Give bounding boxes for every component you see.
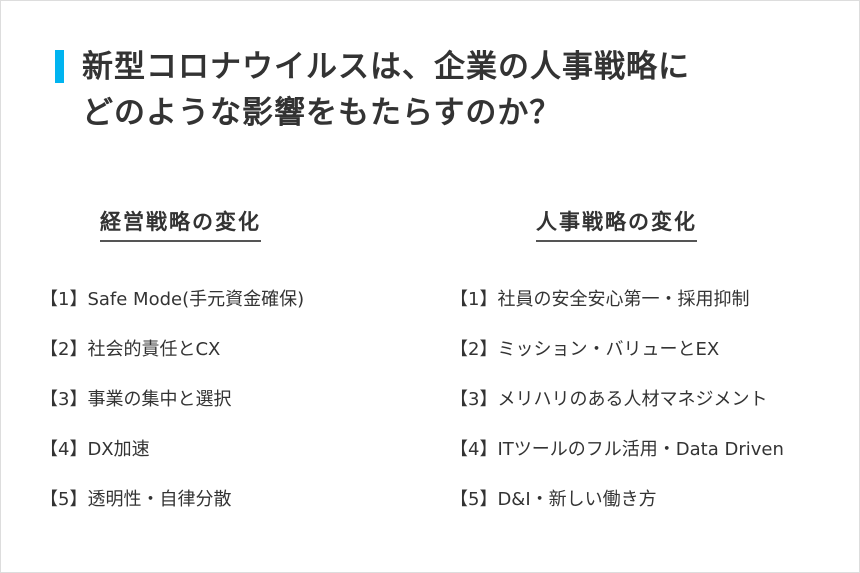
title-line-2: どのような影響をもたらすのか？ (82, 95, 562, 131)
right-column-heading: 人事戦略の変化 (536, 206, 697, 242)
left-item: 【1】Safe Mode(手元資金確保) (40, 289, 305, 310)
title-accent-bar (55, 50, 64, 83)
right-item: 【3】メリハリのある人材マネジメント (450, 389, 768, 410)
right-item: 【4】ITツールのフル活用・Data Driven (450, 439, 784, 460)
left-column-heading: 経営戦略の変化 (100, 206, 261, 242)
right-item: 【5】D&I・新しい働き方 (450, 489, 657, 510)
right-item: 【2】ミッション・バリューとEX (450, 339, 720, 360)
left-item: 【5】透明性・自律分散 (40, 489, 232, 510)
title-line-1: 新型コロナウイルスは、企業の人事戦略に (82, 49, 690, 85)
page-title: 新型コロナウイルスは、企業の人事戦略に どのような影響をもたらすのか？ (82, 44, 690, 136)
left-item: 【4】DX加速 (40, 439, 150, 460)
right-item: 【1】社員の安全安心第一・採用抑制 (450, 289, 750, 310)
left-item: 【3】事業の集中と選択 (40, 389, 232, 410)
left-item: 【2】社会的責任とCX (40, 339, 221, 360)
